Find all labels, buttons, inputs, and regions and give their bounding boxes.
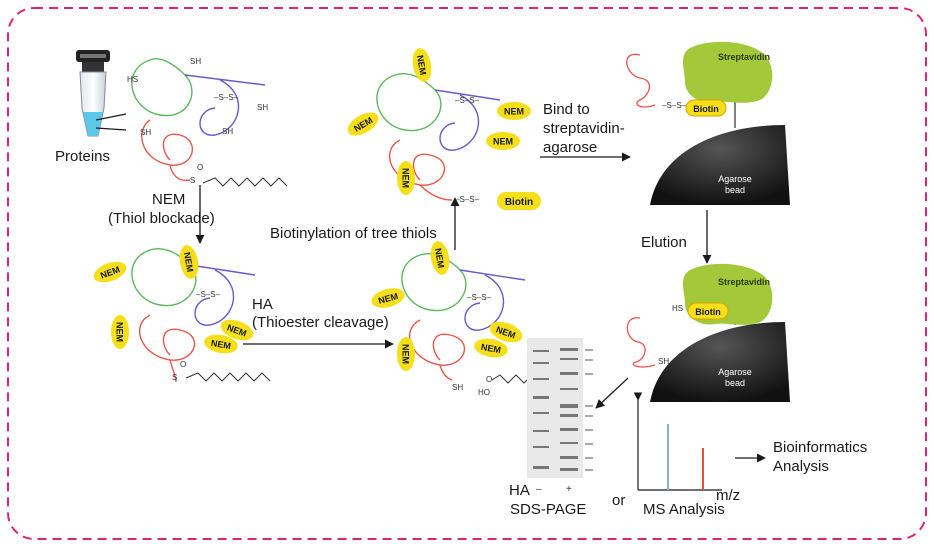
bead-1-text-b: bead — [725, 185, 745, 195]
svg-text:Biotin: Biotin — [693, 104, 719, 114]
svg-text:–S–S–: –S–S– — [196, 290, 221, 299]
nem-tag-text: NEM — [493, 137, 513, 147]
proteins-label: Proteins — [55, 148, 111, 165]
nem-tag-text: NEM — [115, 322, 125, 342]
nem-step-label: NEM — [152, 191, 186, 208]
svg-text:–S–S–: –S–S– — [662, 101, 687, 110]
svg-text:–S–S–: –S–S– — [455, 195, 480, 204]
protein-structure-1 — [131, 58, 288, 187]
sh-label: HS — [127, 75, 138, 84]
nem-tag: NEM — [397, 161, 415, 195]
protein-structure-biotin — [376, 73, 501, 201]
bead-1-text-a: Agarose — [718, 174, 752, 184]
svg-text:Biotin: Biotin — [505, 197, 533, 208]
streptavidin-shape-1 — [682, 41, 773, 103]
svg-text:–: – — [536, 484, 542, 495]
nem-tag: NEM — [486, 132, 520, 150]
svg-text:SH: SH — [222, 127, 233, 136]
svg-text:SH: SH — [140, 128, 151, 137]
svg-text:–S–S–: –S–S– — [455, 96, 480, 105]
nem-tag: NEM — [204, 334, 238, 354]
thiol-blockade-label: (Thiol blockade) — [108, 210, 215, 227]
bead-2-text-b: bead — [725, 378, 745, 388]
ms-analysis-label: MS Analysis — [643, 501, 725, 518]
analysis-label: Analysis — [773, 458, 829, 475]
nem-tag: NEM — [93, 261, 127, 283]
nem-tag-text: NEM — [182, 251, 195, 272]
streptavidin-label-2: Streptavidin — [718, 277, 770, 287]
streptavidin-dash-label: streptavidin- — [543, 120, 625, 137]
svg-text:SH: SH — [658, 357, 669, 366]
biotin-tag-3: Biotin — [687, 302, 729, 320]
nem-tag: NEM — [397, 337, 415, 371]
svg-text:–S–S–: –S–S– — [467, 293, 492, 302]
bioinformatics-label: Bioinformatics — [773, 439, 868, 456]
svg-text:O: O — [180, 360, 186, 369]
sds-page-label: SDS-PAGE — [510, 501, 587, 518]
biotinylation-label: Biotinylation of tree thiols — [270, 225, 437, 242]
svg-text:HO: HO — [478, 388, 490, 397]
nem-tag: NEM — [220, 319, 254, 341]
mz-label: m/z — [716, 487, 741, 504]
or-label: or — [612, 492, 626, 509]
svg-text:S: S — [190, 176, 195, 185]
protein-tube-icon — [76, 50, 127, 137]
nem-tag: NEM — [347, 112, 379, 136]
protein-bound-1 — [626, 53, 656, 108]
nem-tag: NEM — [371, 288, 405, 308]
nem-tag-text: NEM — [480, 342, 501, 355]
streptavidin-label-1: Streptavidin — [718, 52, 770, 62]
elution-label: Elution — [641, 234, 687, 251]
bind-to-label: Bind to — [543, 101, 590, 118]
svg-text:O: O — [197, 163, 203, 172]
bead-2-text-a: Agarose — [718, 367, 752, 377]
svg-text:HS: HS — [672, 304, 683, 313]
biotin-tag-2: Biotin — [685, 99, 727, 117]
ha-step-label: HA — [252, 296, 273, 313]
dashed-frame — [7, 7, 927, 540]
svg-text:+: + — [566, 484, 572, 495]
svg-text:S: S — [172, 373, 177, 382]
eluted-protein — [626, 317, 656, 368]
ha-gel-label: HA — [509, 482, 530, 499]
arrow-to-gel — [595, 377, 629, 409]
biotin-tag-1: Biotin — [497, 192, 541, 210]
nem-tag-text: NEM — [433, 247, 446, 268]
nem-tag: NEM — [430, 241, 450, 275]
protein-structure-nem — [131, 248, 271, 383]
nem-tag: NEM — [497, 102, 531, 120]
nem-tag: NEM — [111, 315, 129, 349]
svg-text:SH: SH — [190, 57, 201, 66]
nem-tag-text: NEM — [415, 54, 428, 75]
thioester-cleavage-label: (Thioester cleavage) — [252, 314, 389, 331]
svg-text:Biotin: Biotin — [695, 307, 721, 317]
svg-text:O: O — [486, 375, 492, 384]
nem-tag-text: NEM — [401, 344, 411, 364]
nem-tag-text: NEM — [504, 107, 524, 117]
sds-page-gel: – + — [527, 338, 593, 495]
svg-text:–S–S–: –S–S– — [214, 93, 239, 102]
nem-tag: NEM — [179, 245, 199, 279]
nem-tag-text: NEM — [210, 338, 231, 351]
agarose-bead-1 — [650, 100, 790, 205]
ms-spectrum-plot — [633, 392, 722, 491]
agarose-label: agarose — [543, 139, 598, 156]
svg-text:SH: SH — [452, 383, 463, 392]
svg-text:SH: SH — [257, 103, 268, 112]
nem-tag: NEM — [489, 321, 523, 343]
nem-tag: NEM — [474, 338, 508, 358]
nem-tag: NEM — [412, 48, 432, 82]
nem-tag-text: NEM — [401, 168, 411, 188]
